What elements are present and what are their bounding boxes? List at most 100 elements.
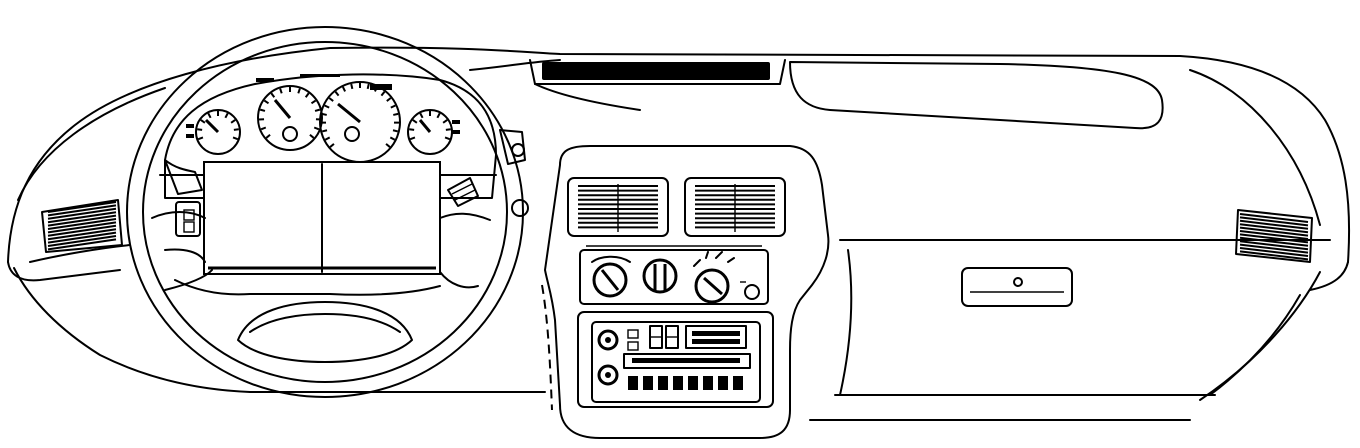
gauge-tick [259,108,266,112]
gauge-tick [329,143,335,148]
gauge-tick [324,104,330,109]
steering-wheel [126,26,524,398]
vent-louver [1239,230,1309,240]
cassette-slot [623,353,751,369]
radio-preset-buttons [628,376,743,390]
gauge-tick [314,108,321,112]
gauge-tick [310,99,317,105]
gauge-tick [232,136,239,141]
warning-indicators [186,74,460,138]
vent-louver [47,235,117,247]
vent-louver [47,211,117,224]
radio-volume-knob [597,329,619,351]
recirculation-button [740,281,760,300]
gauge-tick [386,97,392,102]
turn-signal-stalk [164,159,203,195]
gauge-tick [279,88,283,94]
gauge-tick [412,119,418,124]
radio-function-buttons [627,325,679,351]
vent-louver [1239,233,1309,244]
gauge-tick [270,92,276,98]
gauge-tick [197,128,203,131]
tachometer [257,85,323,151]
vent-louver [1239,226,1309,237]
gauge-tick [366,83,370,90]
gauge-tick [444,136,451,141]
wiper-stalk [499,129,529,217]
gauge-tick [230,119,236,124]
gauge-tick [436,112,441,119]
radio-display [685,325,747,349]
airbag-module [203,161,441,275]
radio-preset-button [733,376,743,390]
vent-louver [47,238,117,251]
speedometer [319,81,401,163]
radio-unit [577,311,774,408]
fan-speed-knob [591,255,631,298]
right-upper-pad [789,61,1164,130]
dashboard-shell [7,46,1351,421]
center-vent-left [567,177,669,237]
vent-louver [1239,216,1309,227]
radio-preset-button [718,376,728,390]
vent-louver [47,231,117,244]
gauge-tick [334,91,340,97]
radio-tune-knob [597,364,619,386]
left-air-vent [41,199,123,253]
gauge-tick [197,136,204,141]
gauge-tick [328,97,334,102]
vent-louver [1239,250,1309,261]
gauge-tick [200,119,206,124]
radio-preset-button [658,376,668,390]
gauge-tick [263,99,270,105]
gauge-tick [442,119,448,124]
vent-louver [1239,247,1309,257]
vent-louver [1239,213,1309,223]
gauge-tick [304,92,310,98]
gauge-tick [324,136,331,141]
center-stack [541,145,830,439]
center-vent-right [684,177,786,237]
fuel-gauge [195,109,241,155]
vent-louver [1239,240,1309,251]
cruise-control-switch [175,201,201,237]
headlamp-switch [447,177,479,207]
gauge-tick [321,112,327,116]
gauge-tick [445,128,451,131]
vent-louver [1239,223,1309,234]
gauge-tick [313,126,320,131]
gauge-tick [297,88,301,94]
gauge-tick [409,128,415,131]
vent-louver [47,207,117,220]
gauge-tick [265,133,271,139]
radio-preset-button [628,376,638,390]
gauge-tick [207,112,212,119]
gauge-tick [393,112,399,116]
temperature-gauge [407,109,453,155]
gauge-tick [342,86,346,92]
glove-box-latch [961,267,1073,307]
vent-louver [47,204,117,217]
gauge-tick [409,136,416,141]
vent-louver [1239,236,1309,247]
gauge-tick [380,91,386,97]
defroster-vent [529,59,786,111]
vent-louver [47,218,117,230]
climate-control-panel [579,245,769,305]
radio-preset-button [703,376,713,390]
gauge-tick [390,104,396,109]
right-air-vent [1235,209,1313,263]
gauge-tick [224,112,229,119]
gauge-tick [233,128,239,131]
gauge-tick [385,143,391,148]
mode-knob [642,258,678,294]
gauge-tick [260,126,267,131]
vent-louver [47,214,117,227]
horn-pad-lower [237,301,413,363]
gauge-tick [419,112,424,119]
vent-louver [47,221,117,234]
vent-louver [47,224,117,237]
vent-louver [47,228,117,241]
gauge-tick [321,129,328,133]
